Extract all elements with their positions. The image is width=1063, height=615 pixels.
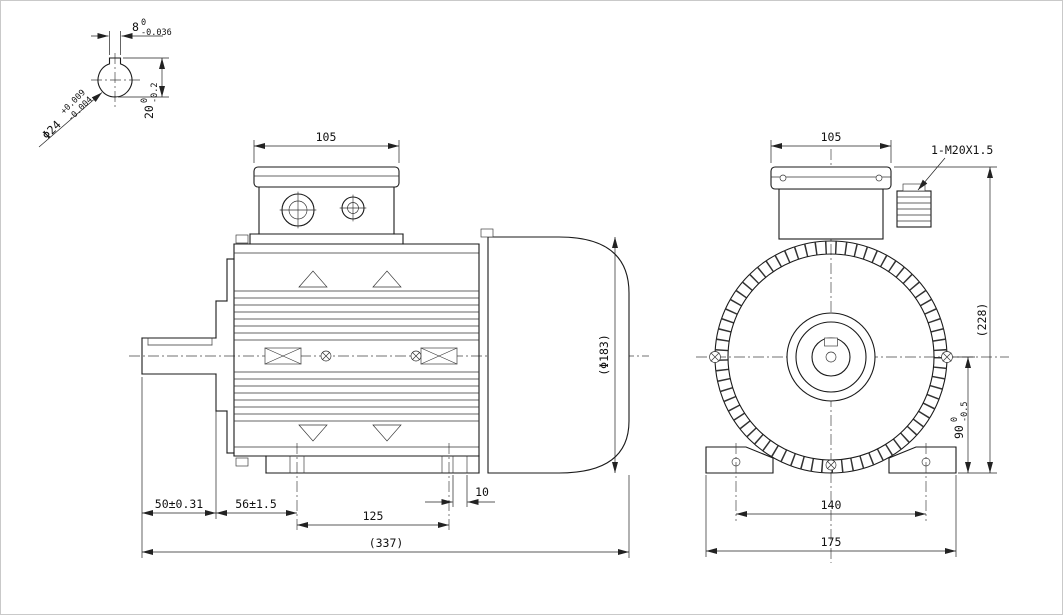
- cooling-fin-ticks: [715, 241, 947, 473]
- dim-foot-hole-spacing-front: 140: [735, 443, 927, 521]
- dim-foot-pad-width: 10: [425, 475, 495, 507]
- end-shield: [215, 234, 249, 467]
- mounting-feet-front: [705, 446, 957, 474]
- shaft-length-value: 50±0.31: [155, 497, 204, 511]
- section-height-value: 20: [142, 105, 156, 119]
- dim-terminal-box-width-front: 105: [770, 130, 892, 163]
- tie-rod-slots: [264, 347, 458, 365]
- foot-hole-spacing-value: 125: [363, 509, 384, 523]
- cooling-fins-upper: [233, 290, 480, 334]
- tie-bolt-top: [235, 234, 249, 244]
- motor-side-view: 105 50±0.31 56±1.5 125 10 (337): [129, 130, 649, 558]
- shoulder-to-foot-value: 56±1.5: [235, 497, 277, 511]
- fan-cover: [480, 228, 630, 474]
- terminal-box-lid-front: [770, 166, 892, 190]
- overall-height-value: (228): [975, 303, 989, 338]
- cooling-fins-lower: [233, 378, 480, 422]
- dim-foot-width: 175: [705, 475, 957, 557]
- section-height-tol-upper: 0: [140, 98, 150, 103]
- dim-shaft-center-height: 90 0 -0.5: [950, 356, 975, 473]
- shaft-diameter-value: Φ24: [39, 117, 64, 142]
- dim-shaft-length: 50±0.31: [141, 377, 217, 558]
- key-width-tol-lower: -0.036: [141, 28, 172, 38]
- overall-length-value: (337): [369, 536, 404, 550]
- terminal-box-lid: [253, 166, 400, 188]
- gland-cap: [902, 183, 926, 192]
- stator-body: [233, 243, 480, 457]
- terminal-box-side: [249, 166, 404, 245]
- terminal-box-width-value: 105: [316, 130, 337, 144]
- cast-ribs: [298, 270, 402, 442]
- motor-front-view: 105 1-M20X1.5 (228) 90 0 -0.5: [696, 130, 1009, 563]
- shaft-section: [97, 57, 133, 98]
- section-height-tol-lower: -0.2: [150, 83, 160, 103]
- key-width-tol-upper: 0: [141, 18, 146, 28]
- foot-width-value: 175: [821, 535, 842, 549]
- dim-section-height: 20 0 -0.2: [118, 57, 169, 119]
- dim-shaft-diameter: Φ24 +0.009 -0.004: [38, 88, 103, 148]
- cable-gland: [896, 183, 932, 228]
- shaft-keyway-detail: 8 0 -0.036 20 0 -0.2 Φ24 +0.009 -0.004: [38, 18, 172, 148]
- output-shaft: [141, 337, 217, 375]
- dim-terminal-box-width-side: 105: [253, 130, 400, 163]
- dim-foot-hole-spacing-side: 125: [297, 509, 449, 528]
- frame-diameter-value: (Φ183): [597, 334, 611, 376]
- dim-overall-height: (228): [894, 166, 997, 474]
- tie-bolt-bottom: [235, 457, 249, 467]
- lid-bolt-right: [875, 174, 883, 182]
- dim-frame-diameter: (Φ183): [597, 237, 618, 473]
- cable-gland-label: 1-M20X1.5: [931, 143, 993, 157]
- mounting-feet-side: [265, 455, 480, 474]
- dim-key-width: 8 0 -0.036: [91, 18, 172, 55]
- foot-pad-width-value: 10: [475, 485, 489, 499]
- dim-overall-length: (337): [142, 475, 630, 558]
- center-hole: [825, 351, 837, 363]
- shaft-center-height-tol-lower: -0.5: [960, 402, 970, 422]
- hub-and-shaft: [786, 312, 876, 402]
- lug-bolts: [709, 351, 953, 471]
- left-foot: [705, 446, 774, 474]
- terminal-box-width-front-value: 105: [821, 130, 842, 144]
- lid-bolt-left: [779, 174, 787, 182]
- cover-bolt: [480, 228, 494, 238]
- shaft-center-height-tol-upper: 0: [950, 417, 960, 422]
- terminal-box-front: [770, 166, 892, 240]
- cable-gland-callout: 1-M20X1.5: [917, 143, 993, 191]
- key-width-value: 8: [132, 20, 139, 34]
- keyway-slot: [824, 337, 838, 347]
- foot-hole-spacing-front-value: 140: [821, 498, 842, 512]
- shaft-center-height-value: 90: [952, 425, 966, 439]
- dim-shoulder-to-foot: 56±1.5: [216, 497, 297, 516]
